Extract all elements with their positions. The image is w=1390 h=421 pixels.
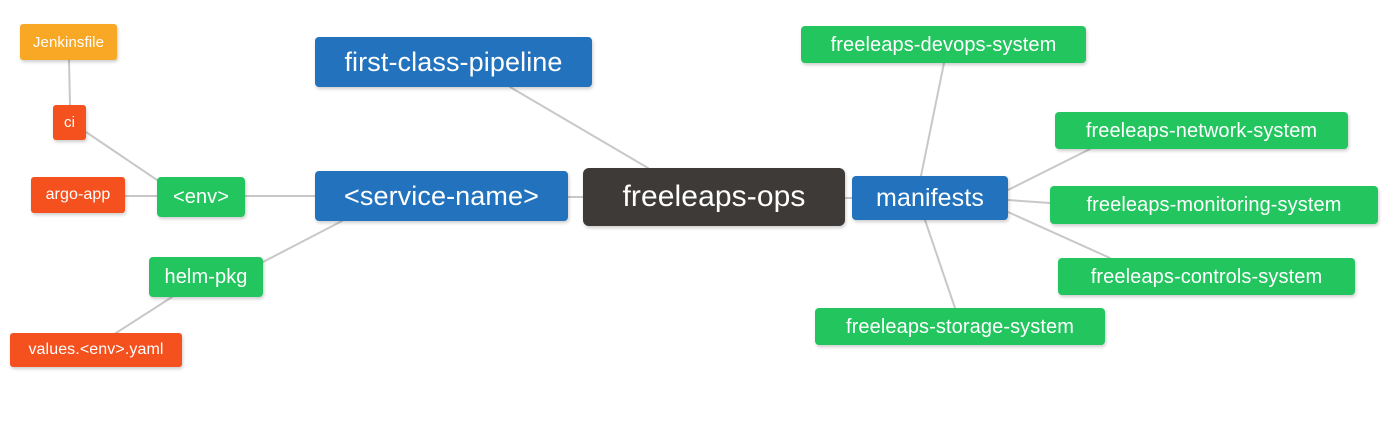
mindmap-node-freeleaps-storage-system[interactable]: freeleaps-storage-system [815,308,1105,345]
edge-manifests-monitoring [1007,199,1051,204]
edge-jenkinsfile-ci [68,59,71,106]
mindmap-node-argo-app[interactable]: argo-app [31,177,125,213]
edge-helmpkg-values [115,296,173,334]
edge-ci-env [85,131,158,181]
mindmap-node-service-name[interactable]: <service-name> [315,171,568,221]
mindmap-node-label: helm-pkg [164,266,248,288]
mindmap-node-label: first-class-pipeline [344,46,563,77]
mindmap-node-values-yaml[interactable]: values.<env>.yaml [10,333,182,367]
edge-manifests-devops [920,62,945,177]
mindmap-node-label: values.<env>.yaml [28,341,164,358]
mindmap-node-label: manifests [876,183,984,212]
mindmap-node-manifests[interactable]: manifests [852,176,1008,220]
mindmap-node-jenkinsfile[interactable]: Jenkinsfile [20,24,117,60]
mindmap-node-freeleaps-devops-system[interactable]: freeleaps-devops-system [801,26,1086,63]
mindmap-node-label: freeleaps-storage-system [845,315,1075,338]
mindmap-node-ci[interactable]: ci [53,105,86,140]
mindmap-node-label: Jenkinsfile [32,33,105,51]
mindmap-node-label: <service-name> [344,180,539,211]
edge-manifests-network [1007,148,1091,191]
mindmap-node-freeleaps-monitoring-system[interactable]: freeleaps-monitoring-system [1050,186,1378,224]
mindmap-node-helm-pkg[interactable]: helm-pkg [149,257,263,297]
edge-servicename-helmpkg [262,220,343,263]
mindmap-node-freeleaps-network-system[interactable]: freeleaps-network-system [1055,112,1348,149]
mindmap-node-env[interactable]: <env> [157,177,245,217]
mindmap-node-label: freeleaps-monitoring-system [1086,194,1342,216]
mindmap-node-label: freeleaps-network-system [1085,119,1318,142]
mindmap-node-freeleaps-controls-system[interactable]: freeleaps-controls-system [1058,258,1355,295]
edge-firstclass-ops [509,86,649,169]
mindmap-node-freeleaps-ops[interactable]: freeleaps-ops [583,168,845,226]
mindmap-node-label: argo-app [45,186,111,203]
mindmap-node-label: freeleaps-controls-system [1090,265,1323,288]
mindmap-node-label: freeleaps-devops-system [830,33,1057,56]
mindmap-node-label: <env> [172,186,230,208]
mindmap-node-label: freeleaps-ops [622,180,806,213]
mindmap-node-label: ci [63,114,76,131]
mindmap-node-first-class-pipeline[interactable]: first-class-pipeline [315,37,592,87]
edge-manifests-storage [924,219,956,309]
